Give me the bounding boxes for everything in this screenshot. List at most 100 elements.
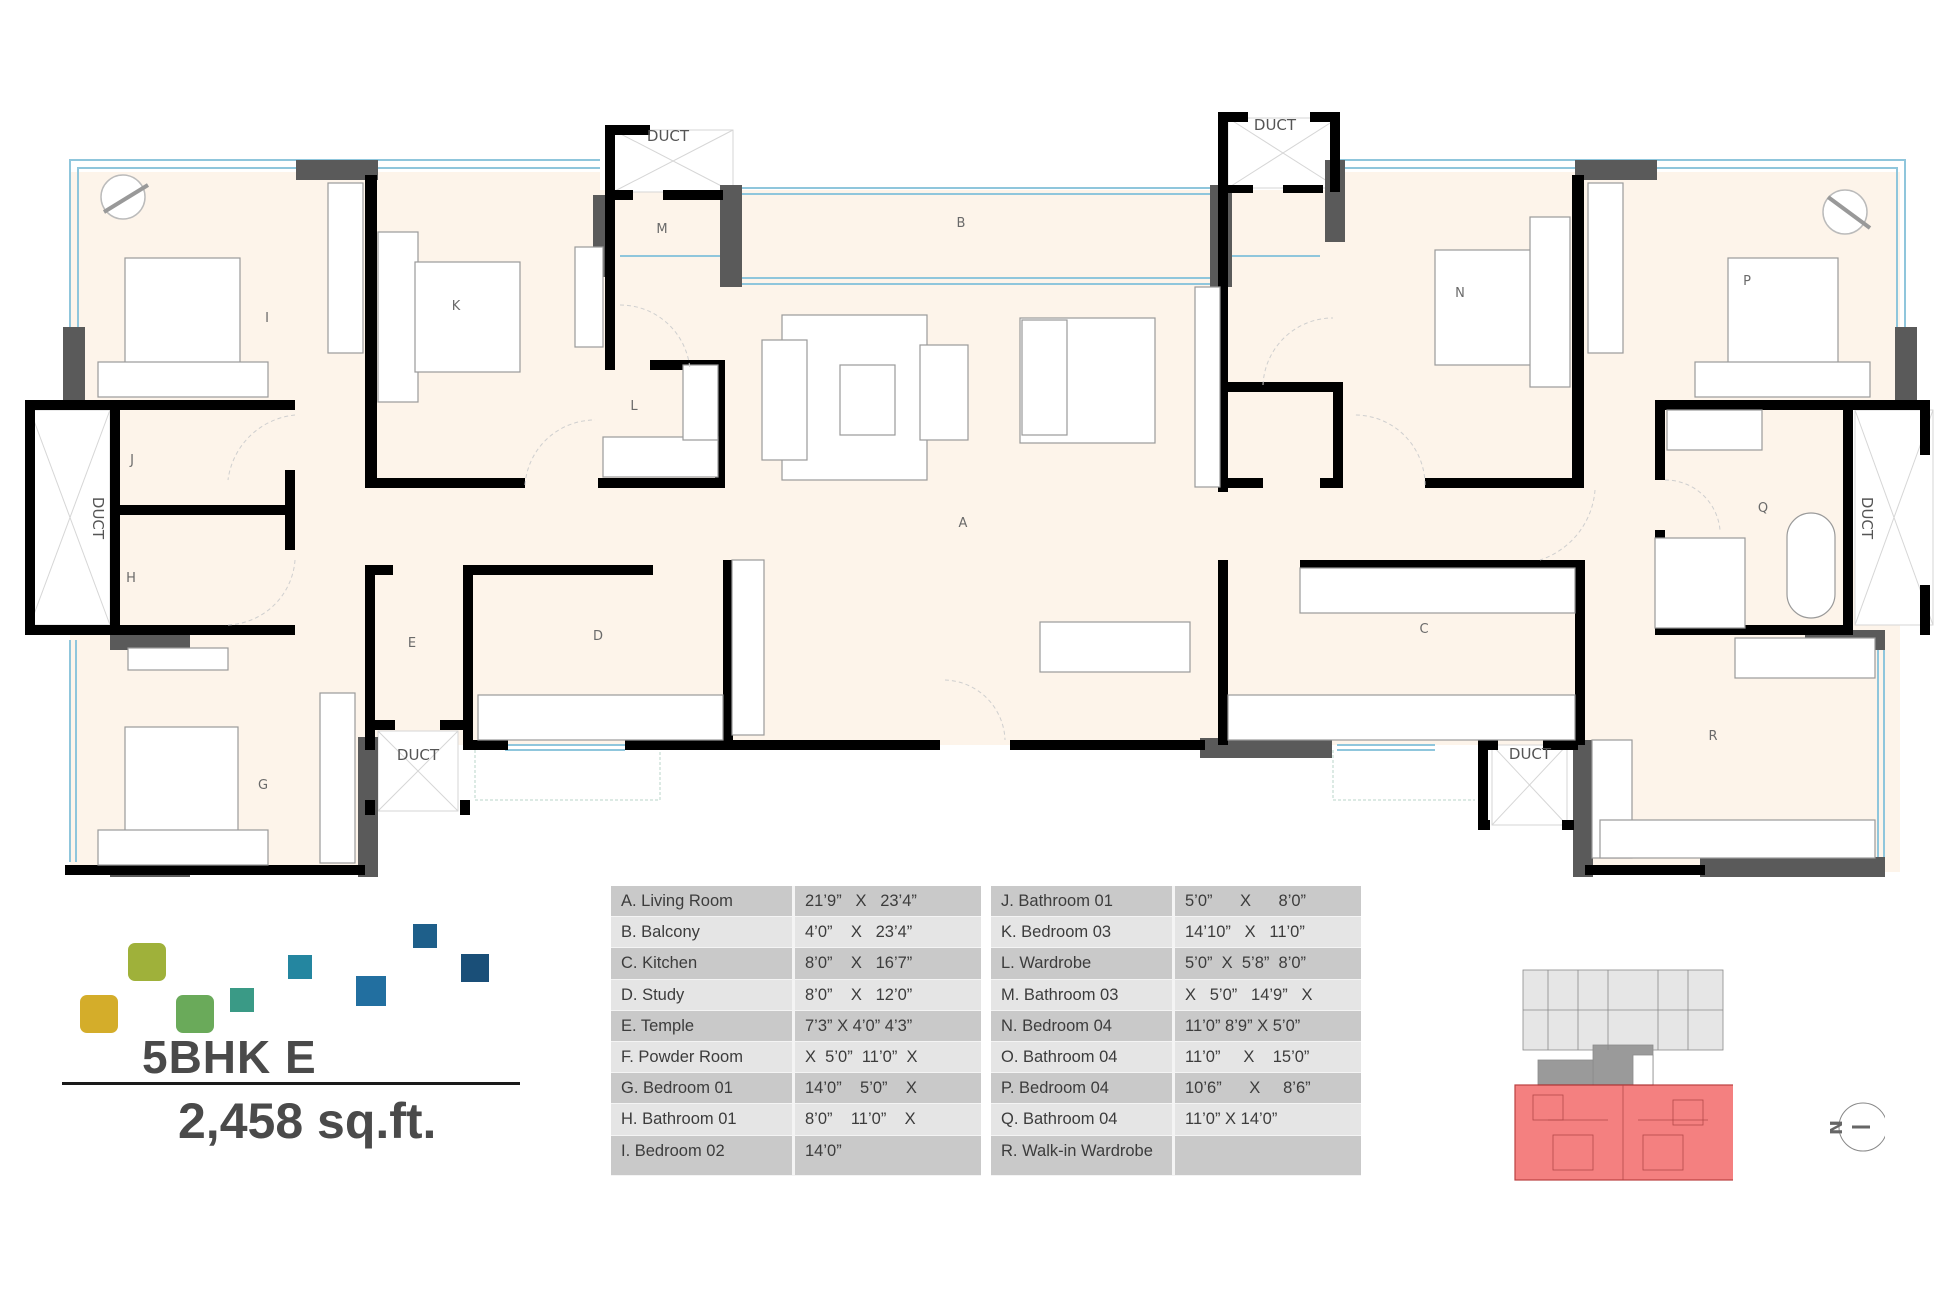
room-dimensions: 10’6” X 8’6” bbox=[1175, 1073, 1361, 1105]
ceiling-fans bbox=[100, 174, 1872, 235]
room-schedule-row: R. Walk-in Wardrobe bbox=[991, 1135, 1361, 1176]
duct-label: DUCT bbox=[89, 497, 107, 540]
room-name: R. Walk-in Wardrobe bbox=[991, 1135, 1175, 1176]
room-name: K. Bedroom 03 bbox=[991, 917, 1175, 949]
room-dimensions: 14’0” 5’0” X bbox=[795, 1073, 981, 1105]
duct-label: DUCT bbox=[1254, 116, 1297, 134]
unit-type-title: 5BHK E bbox=[142, 1031, 317, 1083]
room-name: H. Bathroom 01 bbox=[611, 1104, 795, 1136]
room-dimensions bbox=[1175, 1135, 1361, 1176]
room-name: D. Study bbox=[611, 979, 795, 1011]
room-labels: A B C D E G H I J K L M N P Q R bbox=[126, 216, 1768, 793]
duct-label: DUCT bbox=[647, 127, 690, 145]
duct-label: DUCT bbox=[1509, 745, 1552, 763]
room-name: G. Bedroom 01 bbox=[611, 1073, 795, 1105]
unit-area: 2,458 sq.ft. bbox=[178, 1093, 437, 1149]
windows bbox=[69, 159, 1906, 862]
room-label-e: E bbox=[408, 636, 416, 651]
logo-tile bbox=[288, 955, 312, 979]
room-name: Q. Bathroom 04 bbox=[991, 1104, 1175, 1136]
room-dimensions: 7’3” X 4’0” 4’3” bbox=[795, 1010, 981, 1042]
furniture bbox=[97, 182, 1876, 866]
room-label-g: G bbox=[258, 778, 268, 793]
room-dimensions: 8’0” X 12’0” bbox=[795, 979, 981, 1011]
room-label-k: K bbox=[452, 299, 461, 314]
room-dimensions: 8’0” X 16’7” bbox=[795, 948, 981, 980]
room-dimensions: X 5’0” 14’9” X bbox=[1175, 979, 1361, 1011]
room-label-p: P bbox=[1743, 274, 1751, 289]
key-plan bbox=[1514, 969, 1733, 1181]
room-name: E. Temple bbox=[611, 1010, 795, 1042]
room-dimensions: 14’0” bbox=[795, 1135, 981, 1176]
room-label-b: B bbox=[957, 216, 966, 231]
room-dimensions: 8’0” 11’0” X bbox=[795, 1104, 981, 1136]
room-name: A. Living Room bbox=[611, 886, 795, 918]
room-label-j: J bbox=[129, 453, 134, 468]
room-name: L. Wardrobe bbox=[991, 948, 1175, 980]
room-label-l: L bbox=[630, 399, 638, 414]
door-swings bbox=[224, 304, 1721, 741]
duct-label: DUCT bbox=[397, 746, 440, 764]
room-name: C. Kitchen bbox=[611, 948, 795, 980]
room-dimensions: 14’10” X 11’0” bbox=[1175, 917, 1361, 949]
room-dimensions: 21’9” X 23’4” bbox=[795, 886, 981, 918]
room-dimensions: X 5’0” 11’0” X bbox=[795, 1041, 981, 1074]
north-compass: N bbox=[1824, 1102, 1888, 1157]
room-name: B. Balcony bbox=[611, 917, 795, 949]
logo-tile bbox=[461, 954, 489, 982]
logo-tile bbox=[230, 988, 254, 1012]
compass-north-label: N bbox=[1830, 1120, 1845, 1135]
room-dimensions: 11’0” X 15’0” bbox=[1175, 1041, 1361, 1074]
room-label-q: Q bbox=[1758, 501, 1768, 516]
room-label-r: R bbox=[1708, 729, 1717, 744]
room-label-i: I bbox=[265, 311, 269, 326]
logo-tile bbox=[413, 924, 437, 948]
title-divider bbox=[62, 1082, 520, 1085]
room-label-a: A bbox=[959, 516, 968, 531]
room-name: O. Bathroom 04 bbox=[991, 1041, 1175, 1074]
key-plan-building bbox=[1522, 969, 1724, 1086]
room-dimensions: 11’0” X 14’0” bbox=[1175, 1104, 1361, 1136]
room-label-h: H bbox=[126, 571, 136, 586]
walls bbox=[25, 112, 1930, 875]
duct-label: DUCT bbox=[1858, 497, 1876, 540]
duct-labels: DUCT DUCT DUCT DUCT DUCT DUCT bbox=[89, 116, 1876, 764]
room-label-c: C bbox=[1419, 622, 1428, 637]
room-name: I. Bedroom 02 bbox=[611, 1135, 795, 1176]
room-name: P. Bedroom 04 bbox=[991, 1073, 1175, 1105]
room-label-n: N bbox=[1455, 286, 1465, 301]
room-dimensions: 5’0” X 8’0” bbox=[1175, 886, 1361, 918]
room-label-d: D bbox=[593, 629, 603, 644]
logo-tile bbox=[356, 976, 386, 1006]
logo-tile bbox=[176, 995, 214, 1033]
room-name: M. Bathroom 03 bbox=[991, 979, 1175, 1011]
room-name: J. Bathroom 01 bbox=[991, 886, 1175, 918]
logo-tile bbox=[80, 995, 118, 1033]
room-dimensions: 5’0” X 5’8” 8’0” bbox=[1175, 948, 1361, 980]
room-label-m: M bbox=[656, 222, 667, 237]
key-plan-highlight bbox=[1514, 1084, 1733, 1181]
compass-icon: N bbox=[1824, 1102, 1888, 1152]
room-name: F. Powder Room bbox=[611, 1041, 795, 1074]
logo-tile bbox=[128, 943, 166, 981]
